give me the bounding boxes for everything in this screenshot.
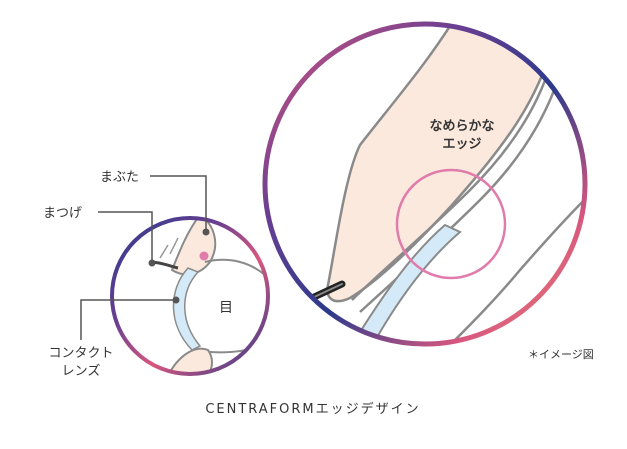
eyelid-label: まぶた (100, 170, 139, 185)
edge-marker-dot (199, 251, 209, 261)
image-note: ＊イメージ図 (528, 348, 594, 361)
zoom-circle-ring (262, 21, 588, 347)
lens-label-line2: レンズ (62, 363, 101, 379)
small-lens (172, 267, 202, 351)
overview-circle: 目 (110, 216, 270, 376)
caption: CENTRAFORMエッジデザイン (205, 401, 420, 417)
edge-label-line2: エッジ (442, 137, 481, 152)
eyelash-label: まつげ (43, 206, 82, 221)
lens-leader (80, 299, 176, 340)
eyelid-leader (150, 175, 207, 232)
eyeball-curve (449, 149, 585, 344)
edge-label-line1: なめらかな (429, 119, 494, 134)
zoom-circle: なめらかな エッジ (262, 21, 588, 347)
eye-label: 目 (219, 300, 233, 316)
edge-highlight-circle (395, 168, 507, 280)
eyelash-leader (98, 211, 153, 262)
eyelid-skin (326, 24, 562, 303)
overview-circle-ring (110, 216, 270, 376)
lens-label-line1: コンタクト (48, 346, 113, 361)
